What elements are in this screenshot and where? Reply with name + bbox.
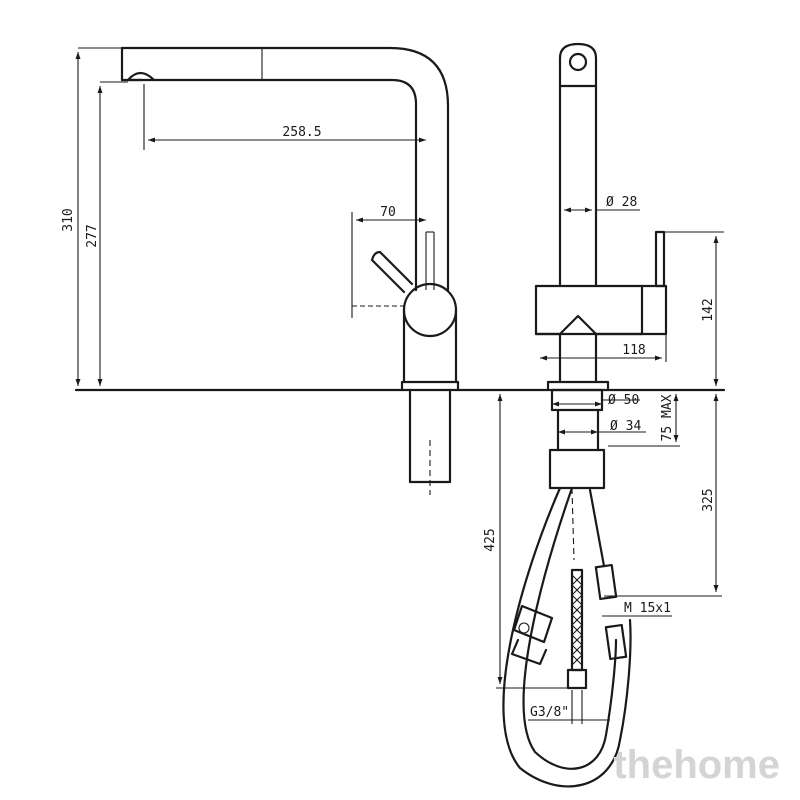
lower-body bbox=[548, 448, 606, 490]
spout-arm bbox=[120, 46, 450, 292]
aerator-outlet bbox=[126, 71, 156, 82]
dim-reach: 258.5 bbox=[282, 125, 321, 140]
dim-deck-thickness: 75 MAX bbox=[660, 394, 675, 441]
dim-base-diameter: Ø 50 bbox=[608, 393, 639, 408]
dim-body-width: 118 bbox=[622, 343, 645, 358]
mounting-nut bbox=[550, 388, 604, 412]
front-base-flange bbox=[546, 380, 610, 392]
spout-end-circle bbox=[568, 52, 588, 72]
watermark: thehome bbox=[613, 743, 780, 787]
hose-connector-upper bbox=[594, 563, 618, 601]
handle-stem bbox=[654, 230, 666, 288]
front-view: Ø 28 118 142 Ø 50 Ø 34 bbox=[483, 42, 726, 788]
dim-handle-offset: 70 bbox=[380, 205, 396, 220]
mixer-knob bbox=[402, 282, 458, 338]
spout-top bbox=[558, 42, 598, 88]
body-chamfer bbox=[534, 314, 644, 336]
dim-height-total: 310 bbox=[61, 208, 76, 231]
dim-hose-length: 425 bbox=[483, 528, 498, 551]
inlet-nut bbox=[566, 668, 588, 690]
dim-shank-diameter: Ø 34 bbox=[610, 419, 641, 434]
dim-thread-inlet: G3/8" bbox=[530, 705, 569, 720]
hose-weight bbox=[510, 604, 554, 666]
hose-connector-lower bbox=[604, 623, 628, 661]
pull-out-hose-inner bbox=[522, 486, 618, 770]
handle-lever bbox=[370, 250, 414, 294]
dim-body-height: 142 bbox=[701, 298, 716, 321]
dim-spout-diameter: Ø 28 bbox=[606, 195, 637, 210]
base-flange bbox=[400, 380, 460, 392]
dim-hose-drop: 325 bbox=[701, 488, 716, 511]
shank bbox=[408, 388, 452, 484]
dim-height-spout: 277 bbox=[85, 224, 100, 247]
side-view: 310 277 258.5 70 bbox=[61, 46, 522, 495]
mixer-body bbox=[534, 284, 668, 336]
pull-out-hose-outer bbox=[502, 486, 632, 788]
dim-thread-outlet: M 15x1 bbox=[624, 601, 671, 616]
